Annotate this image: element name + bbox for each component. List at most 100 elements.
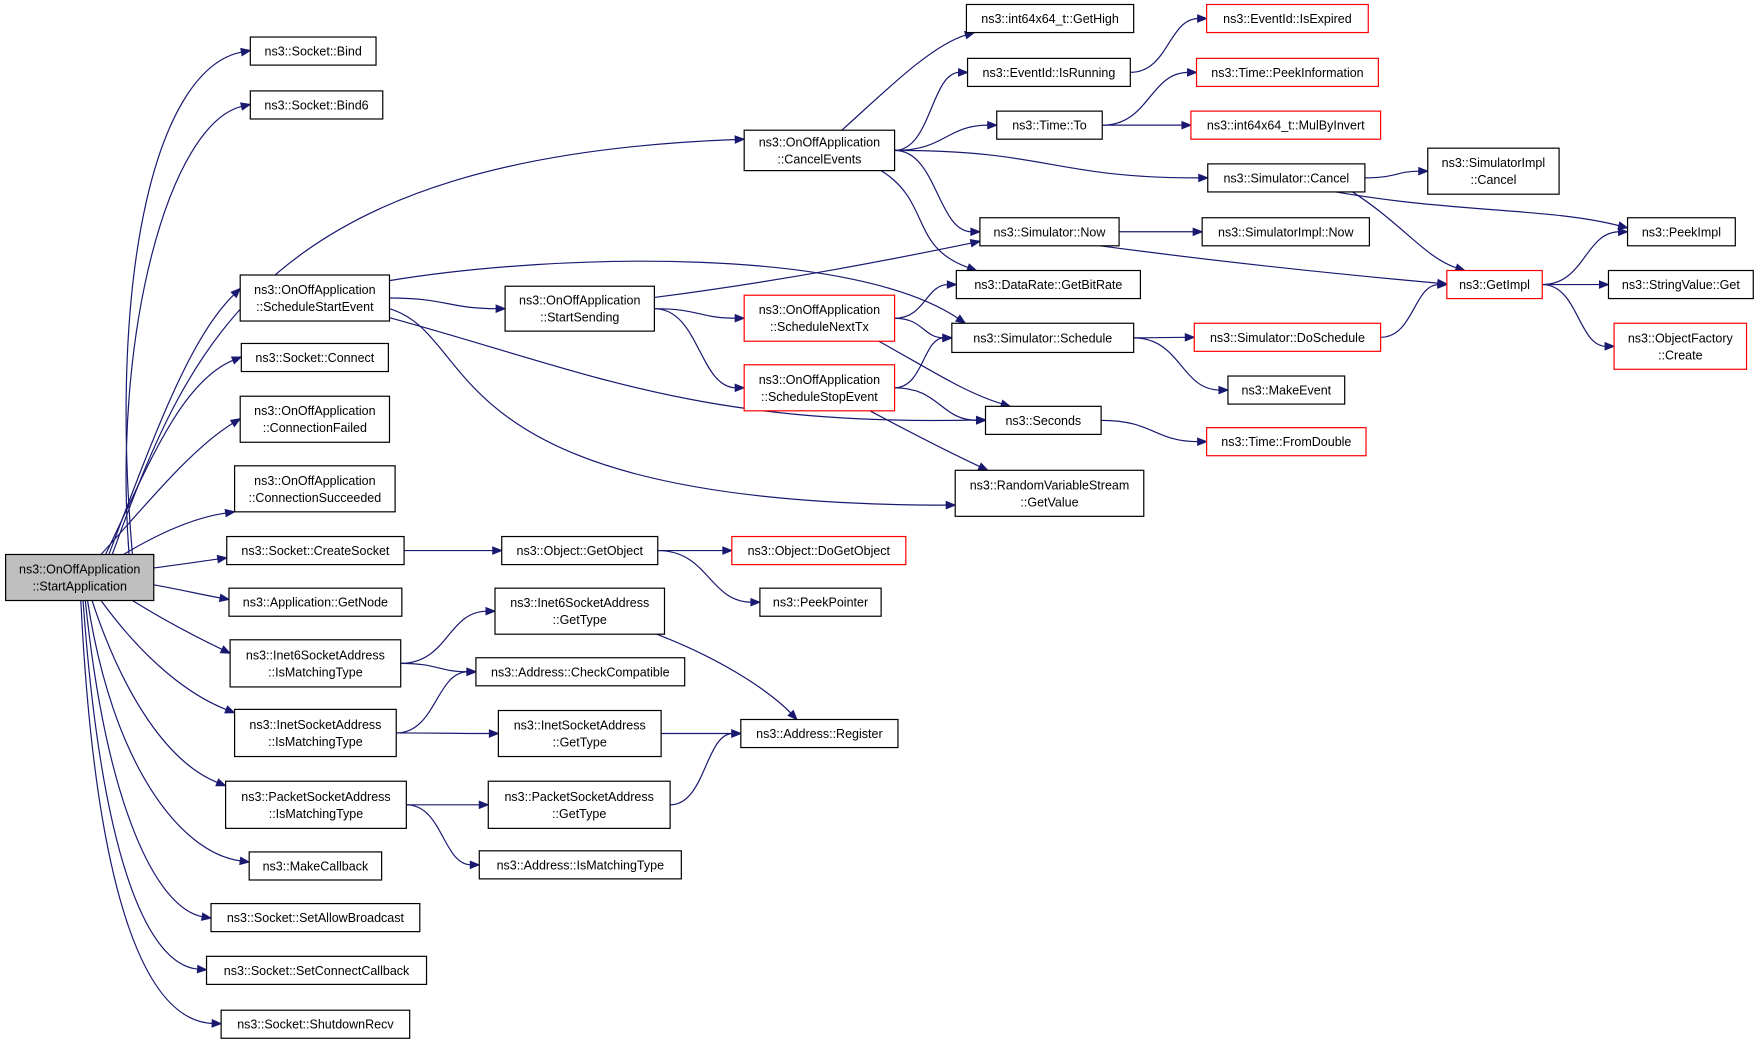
node-time-to[interactable]: ns3::Time::To bbox=[996, 110, 1103, 140]
node-rvs-getvalue[interactable]: ns3::RandomVariableStream::GetValue bbox=[954, 469, 1145, 517]
edge-get_impl-to-obj_factory bbox=[1542, 283, 1616, 351]
node-make-event[interactable]: ns3::MakeEvent bbox=[1227, 375, 1346, 405]
node-sim-schedule[interactable]: ns3::Simulator::Schedule bbox=[951, 322, 1135, 354]
edge-arrowhead bbox=[1181, 120, 1193, 130]
node-pkt-match[interactable]: ns3::PacketSocketAddress::IsMatchingType bbox=[225, 780, 407, 829]
node-get-bitrate[interactable]: ns3::DataRate::GetBitRate bbox=[955, 269, 1142, 300]
node-box bbox=[1613, 322, 1748, 370]
node-sched-next[interactable]: ns3::OnOffApplication::ScheduleNextTx bbox=[743, 294, 896, 342]
edge-arrowhead bbox=[1604, 341, 1616, 351]
node-is-expired[interactable]: ns3::EventId::IsExpired bbox=[1206, 3, 1369, 34]
node-box bbox=[487, 780, 671, 829]
node-string-get[interactable]: ns3::StringValue::Get bbox=[1607, 269, 1754, 300]
edge-line bbox=[894, 149, 972, 233]
node-sim-now[interactable]: ns3::Simulator::Now bbox=[979, 217, 1120, 247]
node-label: ns3::PeekPointer bbox=[773, 596, 868, 610]
node-box bbox=[229, 639, 402, 688]
node-addr-ismatch[interactable]: ns3::Address::IsMatchingType bbox=[478, 850, 682, 880]
node-from-double[interactable]: ns3::Time::FromDouble bbox=[1206, 427, 1367, 457]
node-mul-by-invert[interactable]: ns3::int64x64_t::MulByInvert bbox=[1190, 110, 1382, 140]
node-sched-start[interactable]: ns3::OnOffApplication::ScheduleStartEven… bbox=[239, 274, 391, 322]
node-pkt-gettype[interactable]: ns3::PacketSocketAddress::GetType bbox=[487, 780, 671, 829]
node-allow-bc[interactable]: ns3::Socket::SetAllowBroadcast bbox=[210, 902, 421, 933]
edge-startapp-to-create_socket bbox=[153, 554, 229, 569]
node-box bbox=[951, 322, 1135, 354]
node-i4-match[interactable]: ns3::InetSocketAddress::IsMatchingType bbox=[233, 708, 397, 758]
node-obj-factory[interactable]: ns3::ObjectFactory::Create bbox=[1613, 322, 1748, 370]
node-label: ns3::Address::IsMatchingType bbox=[497, 858, 664, 872]
edge-line bbox=[389, 317, 978, 422]
node-sim-cancel[interactable]: ns3::Simulator::Cancel bbox=[1207, 163, 1366, 193]
edge-arrowhead bbox=[958, 68, 969, 77]
edge-i6_match-to-addr_check bbox=[400, 662, 478, 677]
node-addr-register[interactable]: ns3::Address::Register bbox=[740, 718, 899, 749]
node-box bbox=[210, 902, 421, 933]
edge-line bbox=[82, 600, 199, 970]
edge-line bbox=[841, 34, 967, 131]
node-label: ns3::OnOffApplication bbox=[759, 373, 880, 387]
node-do-schedule[interactable]: ns3::Simulator::DoSchedule bbox=[1193, 322, 1382, 352]
edge-i4_match-to-addr_check bbox=[396, 667, 478, 734]
node-bind6[interactable]: ns3::Socket::Bind6 bbox=[249, 90, 384, 120]
node-start-sending[interactable]: ns3::OnOffApplication::StartSending bbox=[504, 285, 655, 332]
node-cancel-events[interactable]: ns3::OnOffApplication::CancelEvents bbox=[743, 129, 896, 172]
node-peek-info[interactable]: ns3::Time::PeekInformation bbox=[1195, 57, 1379, 88]
edge-arrowhead bbox=[240, 102, 252, 111]
edge-arrowhead bbox=[239, 856, 251, 866]
node-shutdown[interactable]: ns3::Socket::ShutdownRecv bbox=[220, 1009, 411, 1039]
node-peek-pointer[interactable]: ns3::PeekPointer bbox=[759, 587, 882, 617]
node-make-cb[interactable]: ns3::MakeCallback bbox=[248, 851, 383, 881]
node-label: ns3::Application::GetNode bbox=[243, 596, 388, 610]
node-conn-failed[interactable]: ns3::OnOffApplication::ConnectionFailed bbox=[239, 395, 391, 443]
node-is-running[interactable]: ns3::EventId::IsRunning bbox=[966, 57, 1131, 88]
edge-i6_gettype-to-addr_register bbox=[656, 633, 798, 721]
node-do-get-object[interactable]: ns3::Object::DoGetObject bbox=[731, 535, 907, 566]
node-sched-stop[interactable]: ns3::OnOffApplication::ScheduleStopEvent bbox=[743, 364, 896, 412]
edge-arrowhead bbox=[1598, 280, 1610, 289]
node-i4-gettype[interactable]: ns3::InetSocketAddress::GetType bbox=[497, 709, 662, 758]
node-i6-match[interactable]: ns3::Inet6SocketAddress::IsMatchingType bbox=[229, 639, 402, 688]
node-create-socket[interactable]: ns3::Socket::CreateSocket bbox=[226, 535, 405, 566]
edge-arrowhead bbox=[977, 462, 989, 471]
node-label: ns3::int64x64_t::GetHigh bbox=[981, 12, 1119, 26]
edge-arrowhead bbox=[1184, 332, 1196, 342]
node-label: ns3::Time::To bbox=[1012, 119, 1087, 133]
node-peek-impl[interactable]: ns3::PeekImpl bbox=[1626, 217, 1736, 247]
node-label: ns3::Simulator::Now bbox=[994, 225, 1107, 239]
node-box bbox=[249, 36, 377, 66]
node-label: ns3::SimulatorImpl::Now bbox=[1218, 225, 1354, 239]
node-label: ns3::Socket::Bind6 bbox=[264, 98, 368, 112]
edge-start_sending-to-sched_stop bbox=[654, 308, 746, 393]
node-simimpl-now[interactable]: ns3::SimulatorImpl::Now bbox=[1201, 217, 1370, 247]
edge-line bbox=[894, 283, 949, 319]
edge-arrowhead bbox=[1218, 385, 1230, 395]
node-get-high[interactable]: ns3::int64x64_t::GetHigh bbox=[965, 3, 1135, 34]
node-label: ns3::Time::FromDouble bbox=[1221, 435, 1351, 449]
edge-arrowhead bbox=[200, 912, 213, 921]
node-seconds[interactable]: ns3::Seconds bbox=[984, 405, 1102, 435]
node-connect[interactable]: ns3::Socket::Connect bbox=[240, 342, 389, 373]
node-get-impl[interactable]: ns3::GetImpl bbox=[1446, 269, 1543, 300]
edge-line bbox=[894, 124, 989, 152]
edge-line bbox=[108, 293, 235, 555]
node-label: ns3::EventId::IsExpired bbox=[1223, 12, 1352, 26]
edge-line bbox=[111, 138, 737, 555]
node-i6-gettype[interactable]: ns3::Inet6SocketAddress::GetType bbox=[494, 587, 666, 635]
node-addr-check[interactable]: ns3::Address::CheckCompatible bbox=[475, 657, 686, 687]
edge-sched_start-to-start_sending bbox=[389, 297, 507, 314]
node-set-conn-cb[interactable]: ns3::Socket::SetConnectCallback bbox=[205, 955, 428, 985]
edge-time_to-to-mul_by_invert bbox=[1102, 120, 1193, 130]
node-bind[interactable]: ns3::Socket::Bind bbox=[249, 36, 377, 66]
node-box bbox=[205, 955, 428, 985]
edge-line bbox=[396, 671, 468, 734]
edge-arrowhead bbox=[218, 593, 231, 603]
node-get-object[interactable]: ns3::Object::GetObject bbox=[501, 535, 659, 566]
node-label: ns3::PeekImpl bbox=[1642, 225, 1721, 239]
edge-arrowhead bbox=[734, 383, 746, 393]
node-label: ns3::OnOffApplication bbox=[519, 294, 640, 308]
node-get-node[interactable]: ns3::Application::GetNode bbox=[228, 587, 403, 617]
node-conn-succ[interactable]: ns3::OnOffApplication::ConnectionSucceed… bbox=[233, 465, 396, 513]
node-simimpl-cancel[interactable]: ns3::SimulatorImpl::Cancel bbox=[1427, 147, 1560, 195]
edge-do_schedule-to-get_impl bbox=[1380, 280, 1449, 338]
node-label: ns3::Address::Register bbox=[756, 727, 882, 741]
